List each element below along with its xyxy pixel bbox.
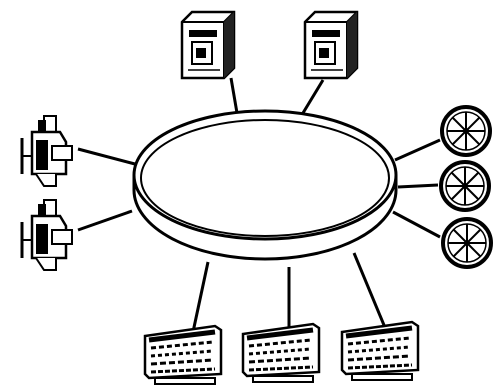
printer-icon	[20, 198, 74, 272]
link-keyboard-3	[352, 252, 388, 331]
link-wheel-3	[392, 210, 441, 239]
link-wheel-2	[397, 183, 439, 189]
server-tower-icon	[303, 10, 359, 80]
spoked-wheel-icon	[441, 217, 493, 269]
network-ring	[132, 109, 398, 261]
server-tower-icon	[180, 10, 236, 80]
link-printer-1	[77, 147, 136, 166]
printer-icon	[20, 114, 74, 188]
keyboard-icon	[243, 324, 319, 382]
link-server-2	[301, 79, 325, 114]
connection-lines	[77, 77, 441, 333]
keyboard-icon	[342, 322, 418, 380]
link-printer-2	[77, 209, 133, 232]
link-server-1	[229, 77, 239, 114]
link-wheel-1	[394, 138, 441, 162]
link-keyboard-1	[191, 261, 210, 333]
spoked-wheel-icon	[440, 105, 492, 157]
keyboard-icon	[145, 326, 221, 384]
spoked-wheel-icon	[439, 160, 491, 212]
